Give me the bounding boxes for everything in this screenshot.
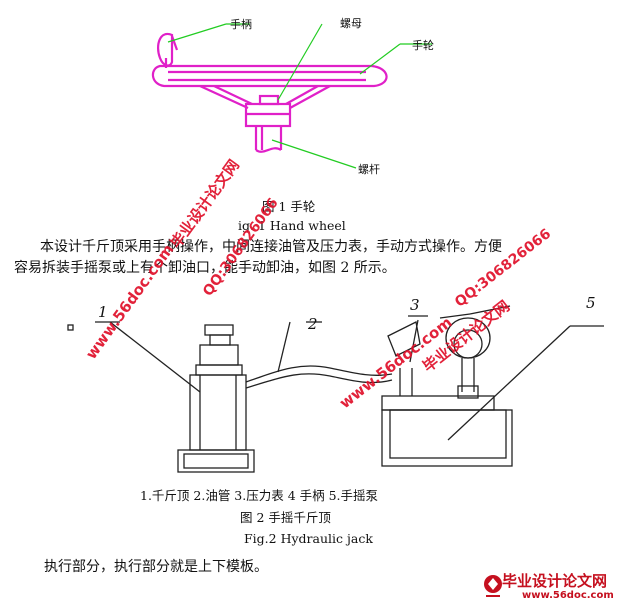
figure2-caption-en: Fig.2 Hydraulic jack — [244, 531, 373, 546]
label-handle: 手柄 — [230, 18, 252, 31]
figure2-label-2: 2 — [308, 315, 318, 333]
figure2-label-5: 5 — [586, 294, 596, 312]
logo-url: www.56doc.com — [522, 590, 614, 601]
figure2-label-1: 1 — [98, 303, 108, 321]
figure1-caption-en: ig. 1 Hand wheel — [238, 218, 346, 233]
logo-emblem-icon — [484, 575, 502, 597]
site-logo: 毕业设计论文网 www.56doc.com — [482, 568, 632, 604]
figure2-legend: 1.千斤顶 2.油管 3.压力表 4 手柄 5.手摇泵 — [140, 488, 379, 503]
label-wheel: 手轮 — [412, 39, 434, 52]
label-screw: 螺杆 — [358, 163, 380, 176]
paragraph1-line2: 容易拆装手摇泵或上有个卸油口，能手动卸油，如图 2 所示。 — [14, 260, 396, 276]
paragraph1-line1: 本设计千斤顶采用手柄操作，中间连接油管及压力表，手动方式操作。方便 — [40, 239, 502, 255]
figure2-label-3: 3 — [410, 296, 420, 314]
figure1-caption-cn: 图 1 手轮 — [262, 199, 316, 214]
label-nut: 螺母 — [340, 17, 362, 30]
figure2-caption-cn: 图 2 手摇千斤顶 — [240, 510, 331, 525]
paragraph2: 执行部分，执行部分就是上下模板。 — [44, 559, 268, 575]
logo-title: 毕业设计论文网 — [502, 572, 608, 590]
